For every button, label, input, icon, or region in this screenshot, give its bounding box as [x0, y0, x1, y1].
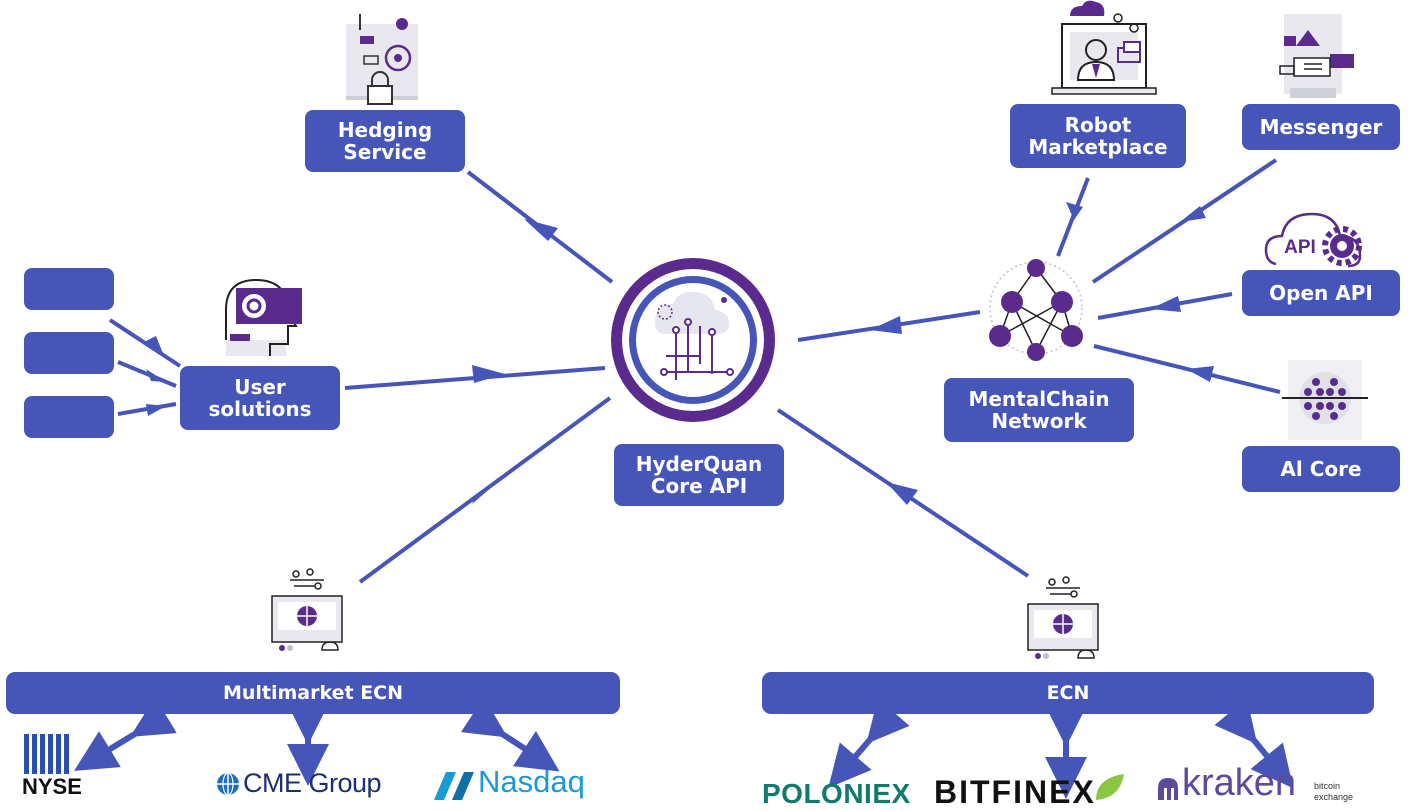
- ai-core-box[interactable]: Al Core: [1242, 446, 1400, 492]
- hedging-service-box[interactable]: Hedging Service: [305, 110, 465, 172]
- multimarket-ecn-bar[interactable]: Multimarket ECN: [6, 672, 620, 714]
- mentalchain-network-box[interactable]: MentalChain Network: [944, 378, 1134, 442]
- arrowhead-box2: [146, 369, 166, 382]
- head-gear-icon: [225, 278, 302, 356]
- kraken-subtext-1: bitcoin: [1314, 781, 1341, 791]
- double-arrow-nyse: [74, 697, 177, 771]
- kraken-logo-mark: [1158, 778, 1178, 800]
- cloud-circuit-icon: [655, 291, 734, 380]
- robot-laptop-icon: [1051, 0, 1157, 95]
- messenger-device-icon: [1279, 14, 1354, 98]
- cme-logo-mark: [217, 772, 239, 796]
- ecn-bar[interactable]: ECN: [762, 672, 1374, 714]
- arrowhead-box3: [146, 404, 166, 416]
- placeholder-solution-box-3[interactable]: [24, 396, 114, 438]
- kraken-logo-text: kraken: [1182, 762, 1297, 804]
- messenger-box[interactable]: Messenger: [1242, 104, 1400, 150]
- nasdaq-logo-mark: [434, 772, 474, 800]
- nyse-logo-text: NYSE: [22, 774, 82, 799]
- bitfinex-logo-text: BITFINEX: [934, 774, 1096, 810]
- monitor-globe-icon: [271, 568, 343, 651]
- arrowhead-box1: [144, 336, 164, 356]
- arrowhead-user: [472, 365, 505, 383]
- exchange-arrows: [74, 696, 1294, 799]
- arrowhead-robot: [1066, 202, 1083, 220]
- arrowhead-multimarket: [472, 480, 500, 504]
- user-solutions-box[interactable]: User solutions: [180, 366, 340, 430]
- poloniex-logo-text: POLONIEX: [762, 778, 911, 809]
- placeholder-solution-box-2[interactable]: [24, 332, 114, 374]
- core-ring: [611, 258, 775, 422]
- open-api-box[interactable]: Open API: [1242, 270, 1400, 316]
- arrowhead-openapi: [1150, 296, 1181, 312]
- nasdaq-logo-text: Nasdaq: [478, 764, 585, 799]
- double-arrow-poloniex: [828, 698, 910, 788]
- arrowhead-ecn: [886, 482, 918, 505]
- cme-logo-text: CME Group: [243, 768, 382, 798]
- double-arrow-nasdaq: [460, 696, 560, 772]
- ai-chip-icon: [1282, 360, 1368, 440]
- monitor-globe-icon: [1027, 576, 1099, 659]
- arrowheads: [144, 202, 1214, 505]
- bitfinex-leaf-icon: [1096, 774, 1124, 800]
- kraken-subtext-2: exchange: [1314, 792, 1354, 802]
- neural-network-icon: [989, 259, 1083, 361]
- connector-box2-user: [117, 360, 177, 388]
- arrowhead-messenger: [1180, 206, 1206, 222]
- nyse-logo-mark: [24, 734, 69, 774]
- double-arrow-kraken: [1214, 698, 1294, 789]
- arrowhead-aicore: [1186, 366, 1214, 382]
- connector-box1-user: [108, 318, 182, 368]
- safe-icon: [346, 14, 418, 105]
- arrowhead-mentalchain: [870, 316, 902, 334]
- core-api-box[interactable]: HyderQuan Core API: [614, 444, 784, 506]
- arrowhead-hedging: [524, 219, 558, 241]
- api-cloud-gear-icon: [1264, 212, 1362, 268]
- placeholder-solution-box-1[interactable]: [24, 268, 114, 310]
- api-badge-text: API: [1284, 237, 1316, 258]
- robot-marketplace-box[interactable]: Robot Marketplace: [1010, 104, 1186, 168]
